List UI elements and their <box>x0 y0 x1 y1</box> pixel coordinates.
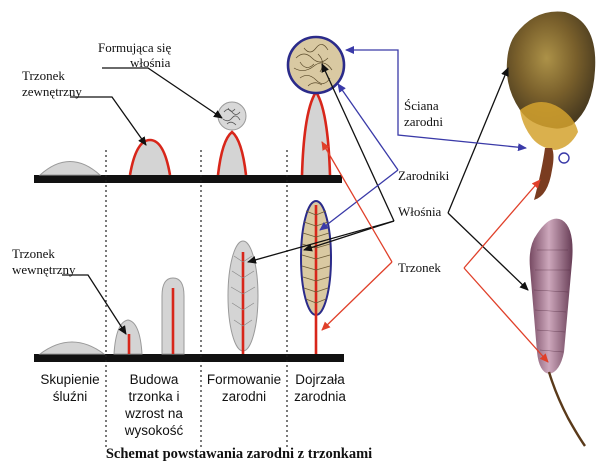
forming-capillitium-head <box>218 102 246 130</box>
label-zarodniki: Zarodniki <box>398 168 450 183</box>
stage-caption-3: Formowanie zarodni <box>207 372 281 404</box>
svg-text:Budowa: Budowa <box>130 372 179 387</box>
figure-title: Schemat powstawania zarodni z trzonkami <box>106 446 372 462</box>
label-sciana-line2: zarodni <box>404 114 443 129</box>
stage-caption-4: Dojrzała zarodnia <box>294 372 346 404</box>
label-formujaca-line2: włośnia <box>130 55 171 70</box>
svg-text:śluźni: śluźni <box>53 389 88 404</box>
label-trzonek-zew-line2: zewnętrzny <box>22 84 82 99</box>
upper-outer-stalk-stage2 <box>130 140 170 175</box>
svg-text:zarodnia: zarodnia <box>294 389 346 404</box>
svg-text:wzrost na: wzrost na <box>124 406 183 421</box>
photo-top-specimen <box>507 11 595 200</box>
upper-ground-bar <box>34 175 342 183</box>
photo-bottom-specimen <box>530 219 585 446</box>
mature-sporangium-head <box>288 37 344 93</box>
label-sciana-line1: Ściana <box>404 98 439 113</box>
stage-caption-2: Budowa trzonka i wzrost na wysokość <box>124 372 184 438</box>
black-arrows <box>62 64 528 334</box>
upper-mature-stalk <box>302 92 330 175</box>
lower-ground-bar <box>34 354 344 362</box>
label-trzonek-wew-line2: wewnętrzny <box>12 262 76 277</box>
svg-text:Dojrzała: Dojrzała <box>295 372 345 387</box>
upper-plasmodium-mound <box>40 162 100 176</box>
svg-text:trzonka i: trzonka i <box>128 389 179 404</box>
svg-text:Skupienie: Skupienie <box>40 372 99 387</box>
stage-caption-1: Skupienie śluźni <box>40 372 99 404</box>
svg-text:wysokość: wysokość <box>124 423 184 438</box>
label-trzonek-wew-line1: Trzonek <box>12 246 55 261</box>
label-trzonek: Trzonek <box>398 260 441 275</box>
svg-text:zarodni: zarodni <box>222 389 266 404</box>
lower-plasmodium-mound <box>40 342 104 354</box>
blue-arrows <box>320 50 526 230</box>
label-wlosnia: Włośnia <box>398 204 442 219</box>
label-trzonek-zew-line1: Trzonek <box>22 68 65 83</box>
svg-text:Formowanie: Formowanie <box>207 372 281 387</box>
label-formujaca-line1: Formująca się <box>98 40 172 55</box>
